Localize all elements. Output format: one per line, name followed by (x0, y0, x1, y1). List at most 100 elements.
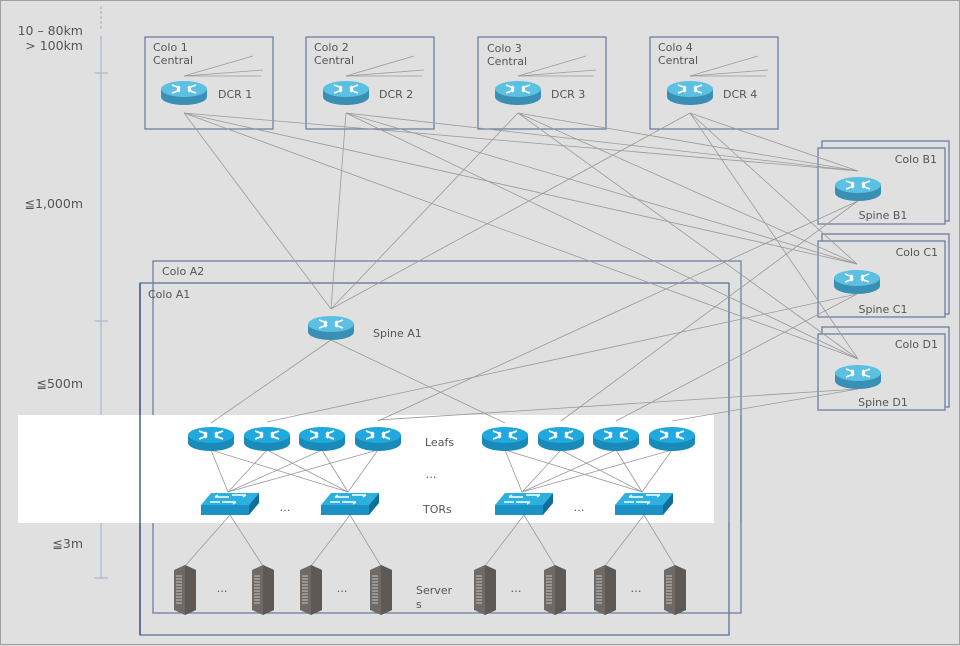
leaf-router-icon[interactable] (298, 426, 346, 452)
colo-1-label-line2: Central (153, 54, 193, 67)
dcr-3-router-icon[interactable] (494, 80, 542, 106)
leaf-router-icon[interactable] (648, 426, 696, 452)
colo-d1: Colo D1 Spine D1 (817, 326, 950, 411)
leaf-to-tor-link (504, 449, 643, 493)
spine-a1-to-leaf-link (210, 339, 332, 424)
leaf-router-icon[interactable] (592, 426, 640, 452)
leaf-to-tor-link (521, 449, 617, 493)
dcr-uplink-line (345, 55, 415, 77)
server-rack-icon[interactable] (473, 564, 497, 616)
dcr-uplink-line (517, 55, 587, 77)
leaf-to-tor-link (227, 449, 268, 493)
leaf-to-tor-link (521, 449, 673, 493)
tor-to-server-link (310, 514, 351, 567)
dcr-4-router-icon[interactable] (666, 80, 714, 106)
leaf-router-icon[interactable] (354, 426, 402, 452)
dcr-to-spine-c1-link (345, 112, 858, 265)
dcr-to-spine-c1-link (183, 112, 858, 265)
spine-c1-router-icon[interactable] (833, 269, 881, 295)
spine-b1-label: Spine B1 (859, 209, 908, 222)
tor-switch-icon[interactable] (614, 492, 674, 516)
tor-switch-icon[interactable] (320, 492, 380, 516)
tors-label: TORs (422, 503, 452, 516)
leaf-to-tor-link (266, 449, 349, 493)
colo-2-label-line1: Colo 2 (314, 41, 349, 54)
dcr-2-label: DCR 2 (379, 88, 413, 101)
leaf-router-icon[interactable] (481, 426, 529, 452)
colo-a1-label: Colo A1 (148, 288, 190, 301)
spine-d1-to-leaf-link (377, 388, 859, 421)
tors-ellipsis-left: … (280, 501, 291, 514)
colo-1-label-line1: Colo 1 (153, 41, 188, 54)
dcr-to-spine-b1-link (689, 112, 859, 172)
dcr-to-spine-d1-link (517, 112, 859, 360)
leaf-to-tor-link (641, 449, 673, 493)
colo-c1: Colo C1 Spine C1 (817, 233, 950, 318)
spine-c1-to-leaf-link (266, 293, 858, 423)
dcr-uplink-line (183, 55, 254, 77)
server-rack-icon[interactable] (543, 564, 567, 616)
dcr-to-spine-d1-link (345, 112, 859, 360)
dcr-uplink-line (183, 69, 264, 77)
tor-to-server-link (643, 514, 676, 567)
colo-3-label-line2: Central (487, 55, 527, 68)
colo-2-label-line2: Central (314, 54, 354, 67)
tor-to-server-link (523, 514, 556, 567)
distance-label-long-haul: > 100km (25, 38, 83, 53)
tor-switch-icon[interactable] (494, 492, 554, 516)
servers-ellipsis-1: … (217, 582, 228, 595)
leaf-to-tor-link (210, 449, 349, 493)
dcr-uplink-line (517, 69, 597, 77)
spine-c1-to-leaf-link (615, 293, 858, 422)
leaf-to-tor-link (521, 449, 562, 493)
colo-a2-label: Colo A2 (162, 265, 204, 278)
leaf-router-icon[interactable] (187, 426, 235, 452)
leafs-label: Leafs (425, 436, 454, 449)
spine-d1-router-icon[interactable] (834, 364, 882, 390)
spine-a1-router-icon[interactable] (307, 315, 355, 341)
colo-4-label-line1: Colo 4 (658, 41, 693, 54)
tor-switch-icon[interactable] (200, 492, 260, 516)
spine-c1-label: Spine C1 (859, 303, 908, 316)
leaf-to-tor-link (560, 449, 643, 493)
spine-d1-label: Spine D1 (858, 396, 908, 409)
dcr-to-spine-a1-link (183, 112, 332, 310)
colo-c1-label: Colo C1 (896, 246, 938, 259)
server-rack-icon[interactable] (663, 564, 687, 616)
servers-ellipsis-2: … (337, 582, 348, 595)
dcr-to-spine-d1-link (689, 112, 859, 360)
server-rack-icon[interactable] (369, 564, 393, 616)
central-colo-2: Colo 2 Central DCR 2 (305, 36, 435, 130)
tor-to-server-link (229, 514, 264, 567)
spine-a1-label: Spine A1 (373, 327, 422, 340)
server-rack-icon[interactable] (173, 564, 197, 616)
spine-b1-to-leaf-link (377, 200, 859, 422)
server-rack-icon[interactable] (593, 564, 617, 616)
dcr-1-label: DCR 1 (218, 88, 252, 101)
spine-b1-router-icon[interactable] (834, 176, 882, 202)
servers-label-line2: s (416, 598, 422, 611)
colo-d1-label: Colo D1 (895, 338, 938, 351)
leaf-router-icon[interactable] (537, 426, 585, 452)
dcr-uplink-line (345, 69, 425, 77)
dcr-2-router-icon[interactable] (322, 80, 370, 106)
distance-label-1000m: ≦1,000m (25, 196, 83, 211)
distance-label-500m: ≦500m (36, 376, 83, 391)
server-rack-icon[interactable] (299, 564, 323, 616)
tor-to-server-link (184, 514, 231, 567)
leaf-router-icon[interactable] (243, 426, 291, 452)
dcr-to-spine-a1-link (330, 112, 691, 310)
dcr-1-router-icon[interactable] (160, 80, 208, 106)
spine-a1-to-leaf-link (330, 339, 506, 424)
leaf-to-tor-link (615, 449, 643, 493)
colo-4-label-line2: Central (658, 54, 698, 67)
leaf-to-tor-link (347, 449, 379, 493)
tor-to-server-link (604, 514, 645, 567)
dcr-to-spine-c1-link (517, 112, 858, 265)
servers-ellipsis-3: … (511, 582, 522, 595)
dcr-to-spine-a1-link (330, 112, 519, 310)
leafs-ellipsis: … (426, 468, 437, 481)
server-rack-icon[interactable] (251, 564, 275, 616)
dcr-to-spine-b1-link (183, 112, 859, 172)
